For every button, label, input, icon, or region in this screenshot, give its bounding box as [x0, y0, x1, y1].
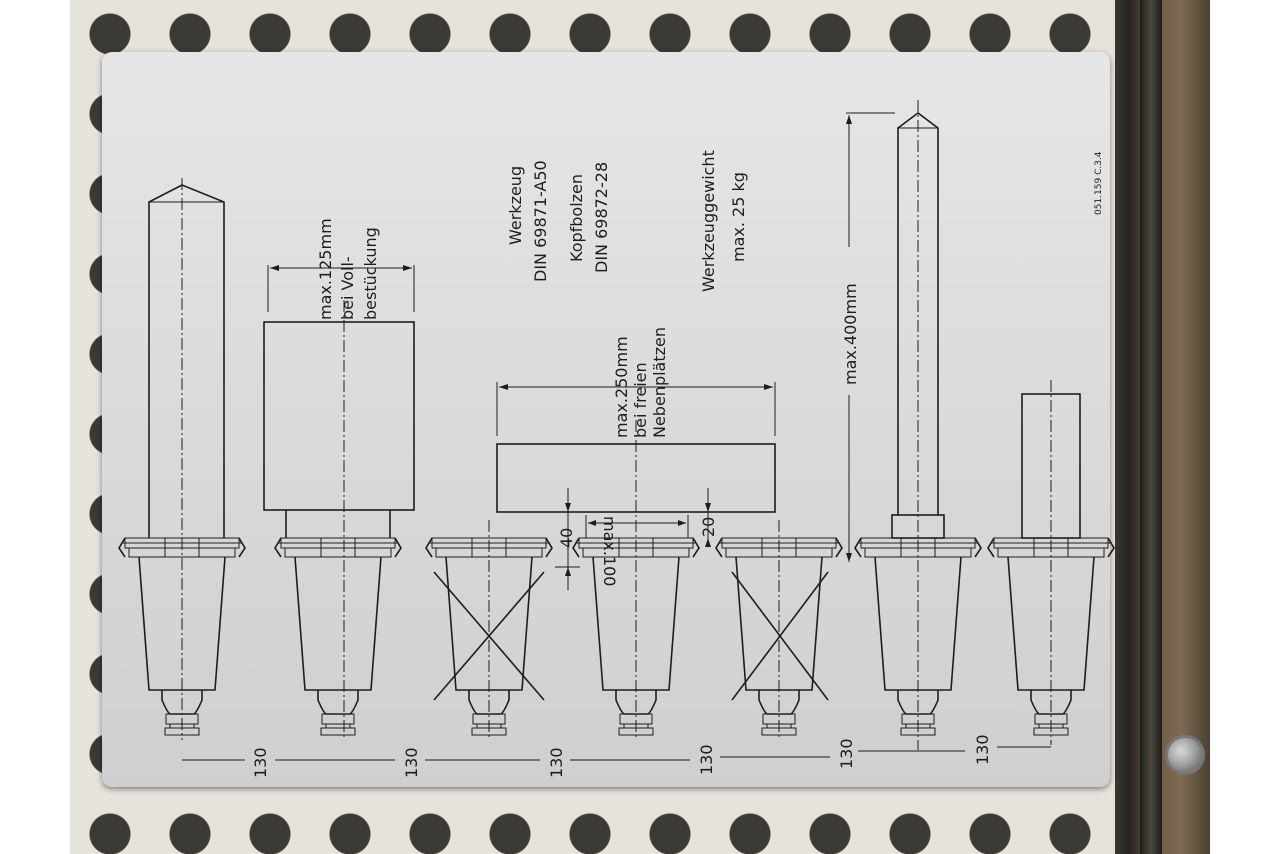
- label-width-100: max.100: [600, 516, 619, 586]
- label-full-line3: bestückung: [361, 227, 380, 320]
- tool-full-loading: [263, 265, 415, 740]
- machine-frame: [1115, 0, 1210, 854]
- instruction-plate: [102, 52, 1110, 787]
- label-part-number: 051.159 C.3.4: [1094, 151, 1104, 215]
- tool-max-length: [846, 100, 982, 750]
- label-full-line2: bei Voll-: [338, 256, 357, 320]
- label-height-20: 20: [699, 517, 718, 537]
- tool-crossed-out-1: [425, 520, 553, 740]
- label-height-40: 40: [557, 528, 576, 548]
- label-free-line1: max.250mm: [612, 336, 631, 438]
- label-weight-title: Werkzeuggewicht: [699, 150, 718, 292]
- photo-background: [70, 0, 1210, 854]
- label-length-max: max.400mm: [841, 283, 860, 385]
- label-bolt-title: Kopfbolzen: [567, 174, 586, 262]
- label-bolt-standard: DIN 69872-28: [592, 162, 611, 273]
- frame-bar: [1140, 0, 1162, 854]
- tool-free-neighbours: [496, 382, 776, 740]
- hex-bolt: [1165, 735, 1205, 775]
- label-full-line1: max.125mm: [316, 218, 335, 320]
- spacing-label-1: 130: [251, 747, 270, 778]
- tool-long-tapered: [118, 178, 246, 740]
- spacing-label-6: 130: [973, 734, 992, 765]
- spacing-label-2: 130: [402, 747, 421, 778]
- label-free-line3: Nebenplätzen: [650, 327, 669, 438]
- label-free-line2: bei freien: [631, 362, 650, 438]
- spacing-label-4: 130: [697, 744, 716, 775]
- spacing-label-5: 130: [837, 738, 856, 769]
- label-tool-title: Werkzeug: [506, 166, 525, 245]
- label-tool-standard: DIN 69871-A50: [531, 160, 550, 282]
- tool-short-cylindrical: [987, 380, 1115, 745]
- spacing-dimension-lines: [182, 746, 1051, 761]
- label-weight-value: max. 25 kg: [729, 172, 748, 262]
- tool-crossed-out-2: [715, 520, 843, 740]
- spacing-label-3: 130: [547, 747, 566, 778]
